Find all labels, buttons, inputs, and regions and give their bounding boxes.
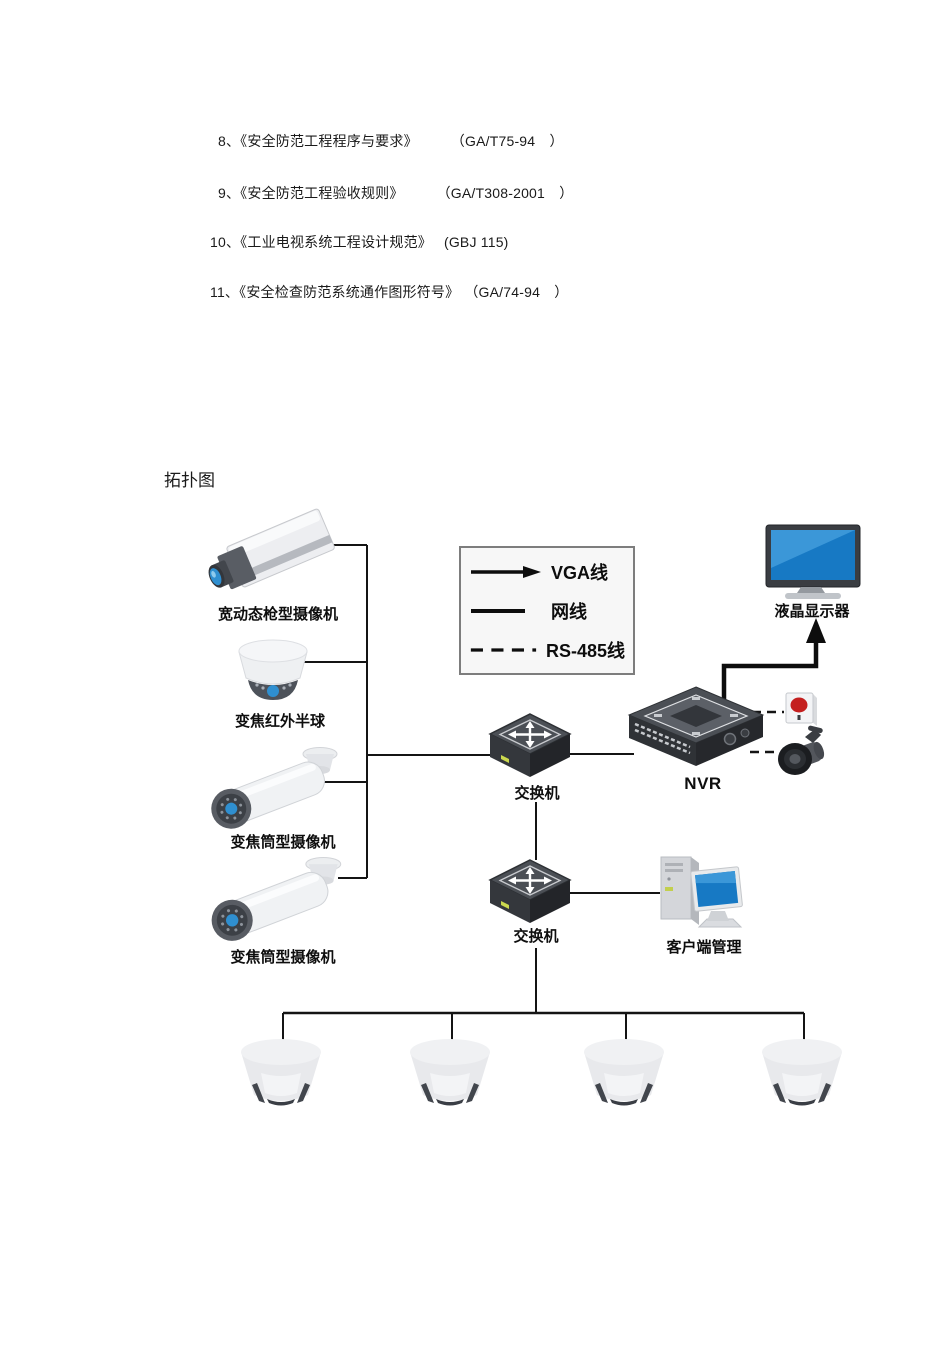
nvr-icon bbox=[626, 684, 766, 778]
reference-code: （GA/74-94 ） bbox=[471, 284, 569, 300]
ethernet-line-swatch bbox=[471, 608, 525, 613]
legend-row-vga: VGA线 bbox=[469, 559, 625, 585]
nvr-label: NVR bbox=[684, 774, 722, 793]
bullet-camera-1-label: 变焦筒型摄像机 bbox=[230, 834, 336, 851]
reference-title: 11、《安全检查防范系统通作图形符号》 bbox=[210, 284, 460, 300]
reference-title: 9、《安全防范工程验收规则》 bbox=[218, 185, 404, 201]
box-camera-label: 宽动态枪型摄像机 bbox=[217, 606, 338, 623]
rs485-line-swatch bbox=[470, 647, 537, 652]
rs485-lines bbox=[750, 710, 784, 754]
reference-item-11: 11、《安全检查防范系统通作图形符号》 （GA/74-94 ） bbox=[210, 282, 568, 302]
switch-2-label: 交换机 bbox=[513, 928, 559, 945]
network-lines bbox=[282, 544, 805, 1042]
siren-icon bbox=[775, 725, 827, 779]
legend-row-ethernet: 网线 bbox=[469, 598, 625, 624]
dome-camera-label: 变焦红外半球 bbox=[234, 713, 325, 730]
reference-code: （GA/T308-2001 ） bbox=[443, 185, 574, 201]
legend-label-vga: VGA线 bbox=[551, 562, 609, 583]
client-computer-label: 客户端管理 bbox=[666, 939, 742, 956]
vga-arrow-swatch bbox=[471, 565, 541, 578]
reference-item-8: 8、《安全防范工程程序与要求》 （GA/T75-94 ） bbox=[218, 131, 564, 151]
reference-title: 10、《工业电视系统工程设计规范》 bbox=[210, 234, 432, 250]
dome-camera-icon bbox=[233, 636, 313, 710]
vga-line bbox=[721, 618, 826, 708]
legend-row-rs485: RS-485线 bbox=[469, 637, 625, 663]
bottom-dome-camera-3-icon bbox=[580, 1035, 668, 1109]
alarm-button-icon bbox=[783, 688, 819, 730]
bottom-dome-camera-2-icon bbox=[406, 1035, 494, 1109]
switch-2-icon bbox=[487, 857, 573, 927]
box-camera-icon bbox=[205, 497, 337, 605]
bullet-camera-2-label: 变焦筒型摄像机 bbox=[230, 949, 336, 966]
legend-label-ethernet: 网线 bbox=[551, 601, 587, 622]
bottom-dome-camera-1-icon bbox=[237, 1035, 325, 1109]
legend-label-rs485: RS-485线 bbox=[545, 640, 625, 661]
bullet-camera-2-icon bbox=[198, 848, 350, 946]
bullet-camera-1-icon bbox=[198, 740, 346, 832]
reference-item-10: 10、《工业电视系统工程设计规范》 (GBJ 115) bbox=[210, 232, 509, 252]
switch-1-label: 交换机 bbox=[514, 785, 560, 802]
lcd-monitor-label: 液晶显示器 bbox=[774, 603, 850, 620]
reference-title: 8、《安全防范工程程序与要求》 bbox=[218, 133, 418, 149]
bottom-dome-camera-4-icon bbox=[758, 1035, 846, 1109]
reference-code: （GA/T75-94 ） bbox=[457, 133, 564, 149]
client-computer-icon bbox=[653, 853, 747, 937]
reference-item-9: 9、《安全防范工程验收规则》 （GA/T308-2001 ） bbox=[218, 183, 573, 203]
switch-1-icon bbox=[487, 711, 573, 781]
legend-box: VGA线 网线 RS-485线 bbox=[459, 546, 635, 675]
section-title: 拓扑图 bbox=[164, 471, 215, 490]
lcd-monitor-icon bbox=[763, 523, 865, 603]
reference-code: (GBJ 115) bbox=[443, 234, 509, 250]
